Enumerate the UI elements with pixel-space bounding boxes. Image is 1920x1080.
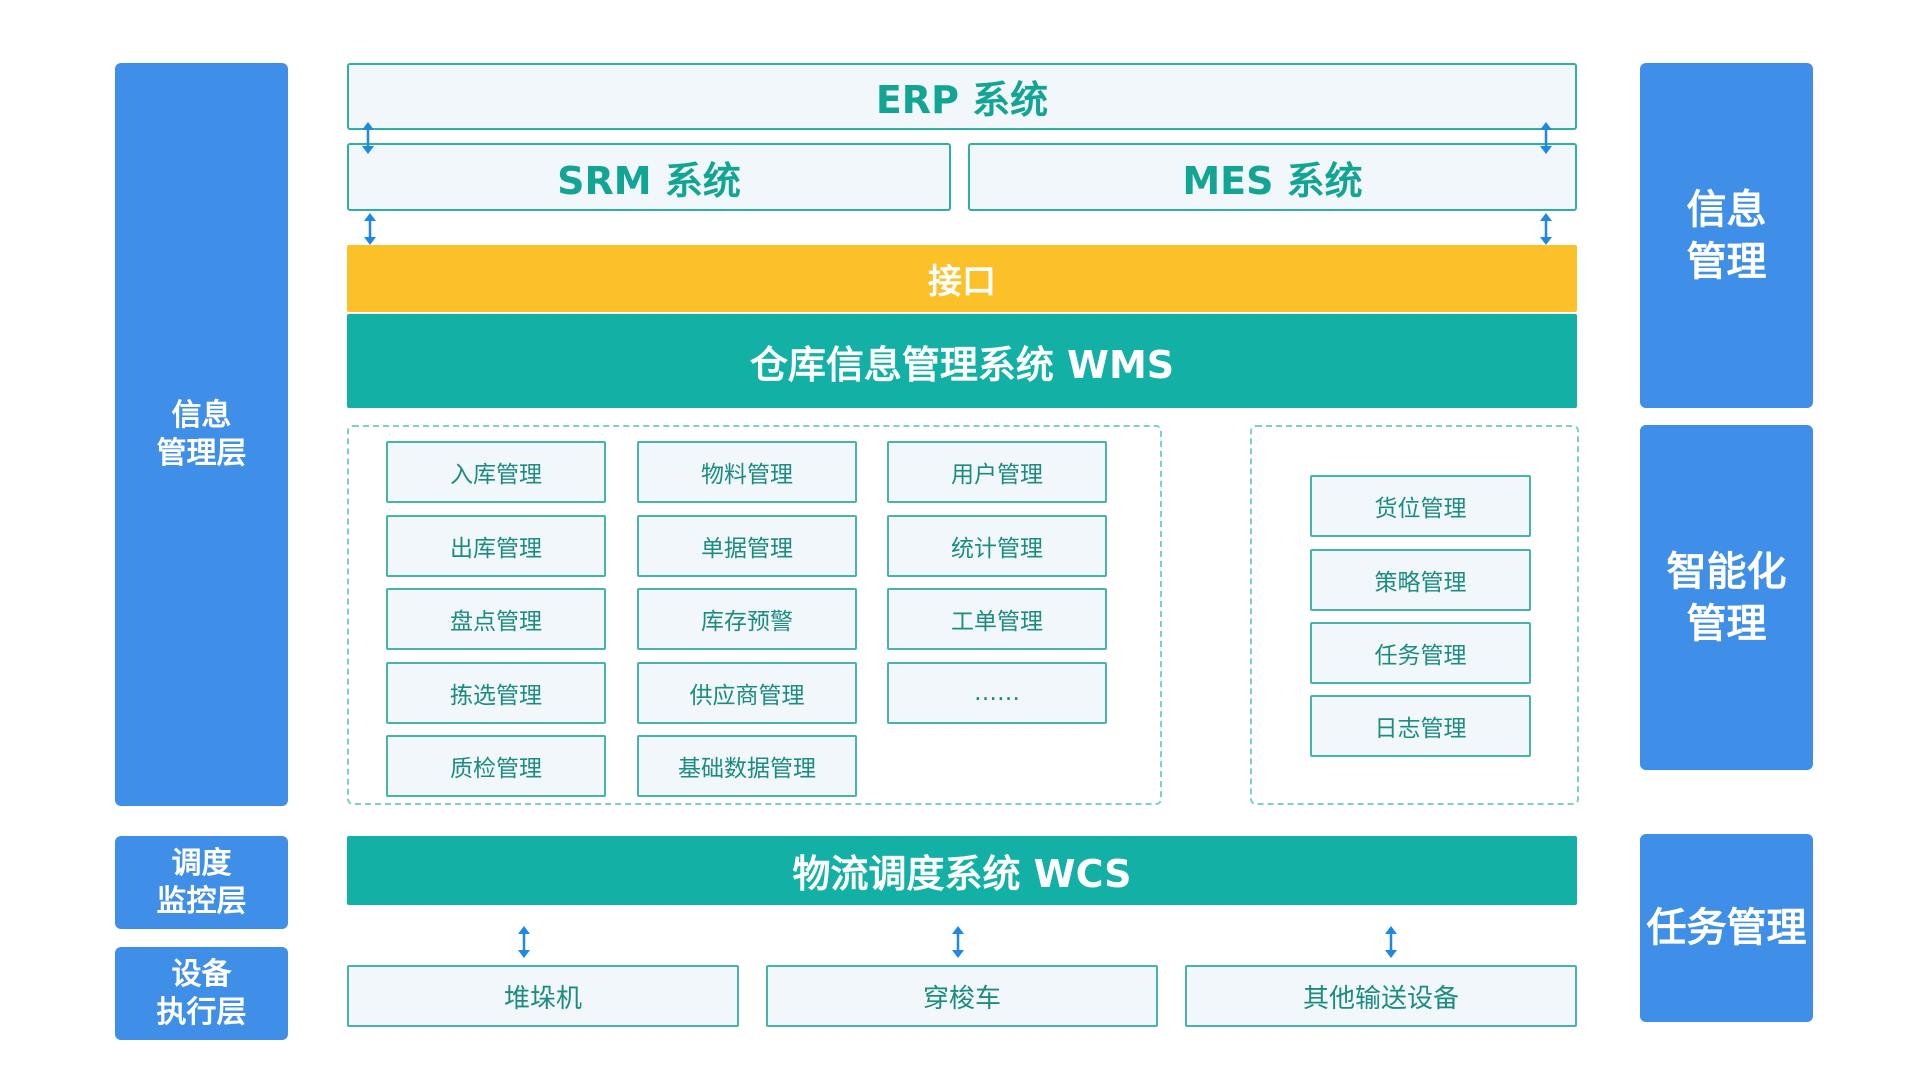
- right-label-line: 管理: [1686, 600, 1767, 647]
- smart-modules-group: [1250, 425, 1579, 805]
- device-stacker-crane: 堆垛机: [347, 965, 739, 1027]
- module-stocktake: 盘点管理: [386, 588, 606, 650]
- right-label-line: 信息: [1686, 186, 1767, 233]
- left-label-device-execution-layer: 设备 执行层: [115, 947, 288, 1040]
- arrow-wcs-shuttle: [952, 926, 964, 958]
- right-label-smart-management: 智能化 管理: [1640, 425, 1813, 770]
- arrow-mes-interface: [1540, 213, 1552, 245]
- srm-system-box: SRM 系统: [347, 143, 951, 211]
- wcs-bar: 物流调度系统 WCS: [347, 836, 1577, 905]
- module-work-orders: 工单管理: [887, 588, 1107, 650]
- arrow-erp-mes: [1540, 122, 1552, 154]
- module-quality-inspection: 质检管理: [386, 735, 606, 797]
- left-label-info-management-layer: 信息 管理层: [115, 63, 288, 806]
- module-picking: 拣选管理: [386, 662, 606, 724]
- right-label-info-management: 信息 管理: [1640, 63, 1813, 408]
- left-label-dispatch-monitor-layer: 调度 监控层: [115, 836, 288, 929]
- device-other-conveyors: 其他输送设备: [1185, 965, 1577, 1027]
- module-supplier: 供应商管理: [637, 662, 857, 724]
- module-location: 货位管理: [1310, 475, 1531, 537]
- module-master-data: 基础数据管理: [637, 735, 857, 797]
- wms-modules-group: [347, 425, 1162, 805]
- module-tasks: 任务管理: [1310, 622, 1531, 684]
- left-label-line: 管理层: [156, 435, 247, 471]
- arrow-erp-srm: [362, 122, 374, 154]
- device-shuttle-car: 穿梭车: [766, 965, 1158, 1027]
- arrow-srm-interface: [364, 213, 376, 245]
- module-material: 物料管理: [637, 441, 857, 503]
- mes-system-box: MES 系统: [968, 143, 1577, 211]
- erp-system-box: ERP 系统: [347, 63, 1577, 130]
- left-label-line: 调度: [171, 845, 232, 881]
- left-label-line: 监控层: [156, 883, 247, 919]
- arrow-wcs-conveyor: [1385, 926, 1397, 958]
- right-label-line: 智能化: [1666, 548, 1787, 595]
- wms-bar: 仓库信息管理系统 WMS: [347, 314, 1577, 408]
- module-outbound: 出库管理: [386, 515, 606, 577]
- left-label-line: 设备: [171, 956, 232, 992]
- module-inbound: 入库管理: [386, 441, 606, 503]
- module-documents: 单据管理: [637, 515, 857, 577]
- right-label-task-management: 任务管理: [1640, 834, 1813, 1022]
- left-label-line: 执行层: [156, 994, 247, 1030]
- module-inventory-alert: 库存预警: [637, 588, 857, 650]
- module-logs: 日志管理: [1310, 695, 1531, 757]
- module-strategy: 策略管理: [1310, 549, 1531, 611]
- right-label-line: 管理: [1686, 238, 1767, 285]
- right-label-line: 任务管理: [1646, 905, 1807, 951]
- arrow-wcs-stacker: [518, 926, 530, 958]
- module-users: 用户管理: [887, 441, 1107, 503]
- module-more: ……: [887, 662, 1107, 724]
- left-label-line: 信息: [171, 397, 232, 433]
- interface-bar: 接口: [347, 245, 1577, 312]
- module-statistics: 统计管理: [887, 515, 1107, 577]
